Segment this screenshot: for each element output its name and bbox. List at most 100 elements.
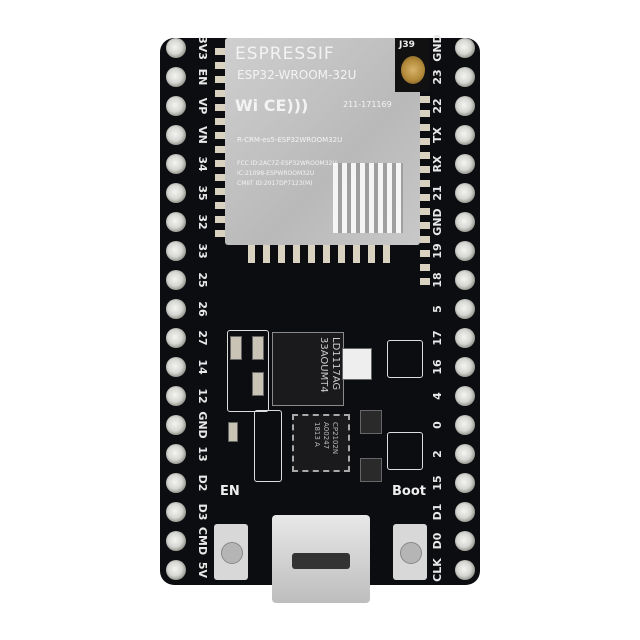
header-pin[interactable] bbox=[166, 502, 186, 522]
header-pin[interactable] bbox=[455, 531, 475, 551]
module-pad bbox=[215, 90, 225, 97]
header-pin[interactable] bbox=[455, 328, 475, 348]
module-pad bbox=[215, 76, 225, 83]
resistor-array-outline bbox=[254, 410, 282, 482]
module-pad bbox=[293, 245, 300, 263]
module-pad bbox=[383, 245, 390, 263]
regulator-line2: 33AOUMT4 bbox=[318, 337, 329, 393]
usb-uart-chip: CP2102N A00247 1813 A bbox=[292, 414, 350, 472]
module-pad bbox=[353, 245, 360, 263]
header-pin[interactable] bbox=[455, 38, 475, 58]
header-pin[interactable] bbox=[166, 357, 186, 377]
module-pad bbox=[215, 160, 225, 167]
module-pad bbox=[323, 245, 330, 263]
boot-button[interactable] bbox=[393, 524, 427, 580]
connector-label: J39 bbox=[399, 40, 415, 50]
header-pin[interactable] bbox=[166, 473, 186, 493]
header-pin[interactable] bbox=[166, 270, 186, 290]
header-pin[interactable] bbox=[166, 96, 186, 116]
fcc-id: FCC ID:2AC7Z-ESP32WROOM32U bbox=[237, 160, 337, 167]
module-pad bbox=[308, 245, 315, 263]
module-pad bbox=[420, 194, 430, 201]
ufl-antenna-connector[interactable] bbox=[401, 56, 425, 84]
header-pin[interactable] bbox=[455, 357, 475, 377]
usb-opening bbox=[292, 553, 350, 569]
module-pad bbox=[215, 216, 225, 223]
module-pad bbox=[215, 174, 225, 181]
module-brand: ESPRESSIF bbox=[235, 44, 335, 64]
ic-id: IC:21098-ESPWROOM32U bbox=[237, 170, 315, 177]
module-pad bbox=[215, 188, 225, 195]
ce-mark-icon: Wi CE))) bbox=[235, 96, 309, 115]
transistor-outline bbox=[387, 340, 423, 378]
pin-label: 5V bbox=[196, 561, 209, 579]
module-pad bbox=[215, 118, 225, 125]
module-pad bbox=[420, 208, 430, 215]
module-pad bbox=[215, 230, 225, 237]
header-pin[interactable] bbox=[455, 299, 475, 319]
header-pin[interactable] bbox=[166, 386, 186, 406]
module-model: ESP32-WROOM-32U bbox=[237, 68, 357, 82]
en-reset-button[interactable] bbox=[214, 524, 248, 580]
header-pin[interactable] bbox=[166, 154, 186, 174]
header-pin[interactable] bbox=[455, 270, 475, 290]
header-pin[interactable] bbox=[166, 531, 186, 551]
header-pin[interactable] bbox=[455, 241, 475, 261]
telec-cert: 211-171169 bbox=[343, 100, 392, 109]
module-pad bbox=[420, 96, 430, 103]
boot-label: Boot bbox=[392, 484, 426, 499]
resistor-pack bbox=[360, 410, 382, 434]
kc-cert: R-CRM-es5-ESP32WROOM32U bbox=[237, 136, 343, 144]
module-pad bbox=[215, 48, 225, 55]
header-pin[interactable] bbox=[455, 415, 475, 435]
header-pin[interactable] bbox=[455, 560, 475, 580]
en-label: EN bbox=[220, 484, 240, 499]
module-pad bbox=[420, 110, 430, 117]
capacitor bbox=[252, 372, 264, 396]
header-pin[interactable] bbox=[455, 386, 475, 406]
header-pin[interactable] bbox=[455, 502, 475, 522]
header-pin[interactable] bbox=[455, 183, 475, 203]
module-pad bbox=[215, 202, 225, 209]
header-pin[interactable] bbox=[166, 328, 186, 348]
module-pad bbox=[215, 62, 225, 69]
module-pad bbox=[420, 138, 430, 145]
voltage-regulator: LD1117AG 33AOUMT4 bbox=[272, 332, 344, 406]
header-pin[interactable] bbox=[166, 125, 186, 145]
pin-label: CLK bbox=[431, 558, 444, 582]
header-pin[interactable] bbox=[166, 183, 186, 203]
regulator-tab bbox=[342, 348, 372, 380]
module-pad bbox=[420, 180, 430, 187]
micro-usb-port[interactable] bbox=[272, 515, 370, 603]
led bbox=[228, 422, 238, 442]
header-pin[interactable] bbox=[166, 299, 186, 319]
component-outline bbox=[227, 330, 269, 412]
header-pin[interactable] bbox=[166, 38, 186, 58]
module-pad bbox=[368, 245, 375, 263]
header-pin[interactable] bbox=[166, 415, 186, 435]
header-pin[interactable] bbox=[455, 154, 475, 174]
module-pad bbox=[420, 152, 430, 159]
header-pin[interactable] bbox=[455, 67, 475, 87]
module-pad bbox=[263, 245, 270, 263]
header-pin[interactable] bbox=[455, 473, 475, 493]
header-pin[interactable] bbox=[166, 241, 186, 261]
header-pin[interactable] bbox=[455, 125, 475, 145]
header-pin[interactable] bbox=[166, 67, 186, 87]
usb-chip-line1: CP2102N bbox=[331, 422, 339, 455]
header-pin[interactable] bbox=[166, 212, 186, 232]
header-pin[interactable] bbox=[455, 212, 475, 232]
header-pin[interactable] bbox=[455, 444, 475, 464]
usb-chip-line2: A00247 bbox=[322, 422, 330, 450]
module-pad bbox=[420, 264, 430, 271]
module-pad bbox=[420, 166, 430, 173]
module-pad bbox=[420, 222, 430, 229]
module-pad bbox=[215, 104, 225, 111]
module-pad bbox=[278, 245, 285, 263]
header-pin[interactable] bbox=[455, 96, 475, 116]
module-pad bbox=[420, 250, 430, 257]
transistor-outline bbox=[387, 432, 423, 470]
header-pin[interactable] bbox=[166, 444, 186, 464]
module-pad bbox=[420, 124, 430, 131]
header-pin[interactable] bbox=[166, 560, 186, 580]
